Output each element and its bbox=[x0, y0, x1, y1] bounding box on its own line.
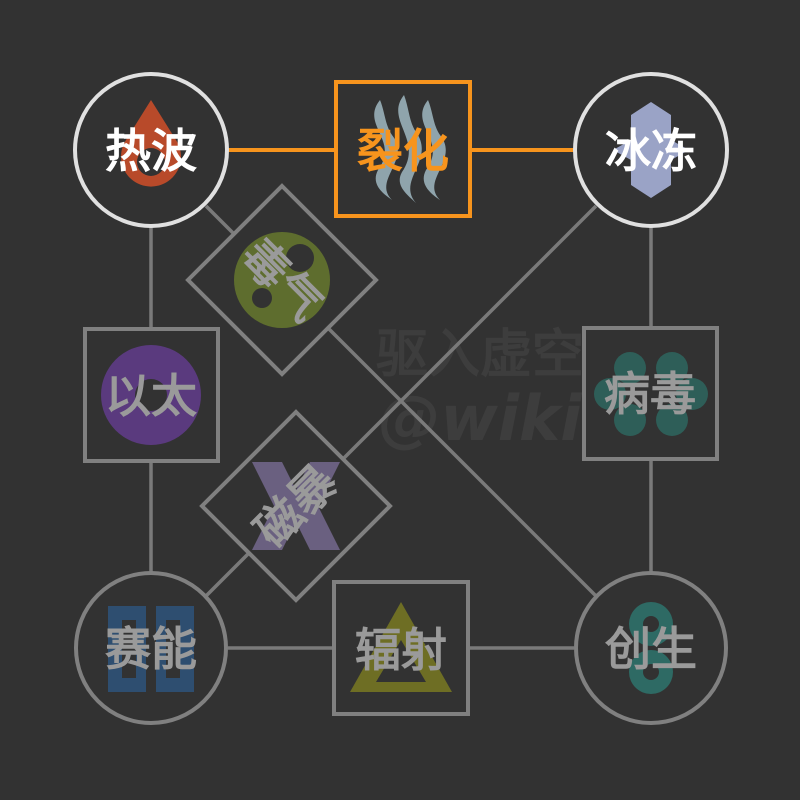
node-fission[interactable]: 裂化 bbox=[334, 80, 472, 218]
node-genesis-label: 创生 bbox=[605, 622, 697, 676]
node-ether[interactable]: 以太 bbox=[83, 327, 220, 463]
node-psionic[interactable]: 赛能 bbox=[74, 571, 228, 725]
watermark: 驱入虚空 @wiki bbox=[376, 325, 584, 455]
node-freeze[interactable]: 冰冻 bbox=[573, 72, 729, 228]
spore-icon bbox=[234, 232, 330, 328]
node-fission-label: 裂化 bbox=[357, 124, 449, 178]
triangle-icon bbox=[350, 602, 452, 692]
node-magstorm[interactable]: 磁暴 bbox=[199, 409, 393, 603]
node-virus-label: 病毒 bbox=[604, 367, 696, 421]
watermark-title: 驱入虚空 bbox=[376, 325, 584, 385]
circle-orb-icon bbox=[101, 345, 201, 445]
node-ether-label: 以太 bbox=[105, 369, 197, 423]
node-radiation[interactable]: 辐射 bbox=[332, 580, 470, 716]
node-virus[interactable]: 病毒 bbox=[582, 326, 719, 461]
bracket-blocks-icon bbox=[108, 606, 194, 692]
node-freeze-label: 冰冻 bbox=[605, 124, 697, 178]
watermark-handle: @wiki bbox=[378, 382, 582, 455]
node-genesis[interactable]: 创生 bbox=[574, 571, 728, 725]
node-heatwave-label: 热波 bbox=[105, 124, 197, 178]
node-radiation-label: 辐射 bbox=[355, 623, 447, 677]
node-heatwave[interactable]: 热波 bbox=[73, 72, 229, 228]
node-fission-frame bbox=[334, 80, 472, 218]
hexagon-crystal-icon bbox=[613, 102, 689, 198]
x-shape-icon bbox=[252, 462, 340, 550]
double-ring-icon bbox=[629, 602, 673, 694]
node-psionic-label: 赛能 bbox=[105, 622, 197, 676]
node-genesis-ring bbox=[574, 571, 728, 725]
node-toxin[interactable]: 毒气 bbox=[185, 183, 379, 377]
wisps-icon bbox=[374, 95, 446, 203]
flame-drop-icon bbox=[121, 100, 181, 187]
cluster-icon bbox=[594, 352, 708, 436]
